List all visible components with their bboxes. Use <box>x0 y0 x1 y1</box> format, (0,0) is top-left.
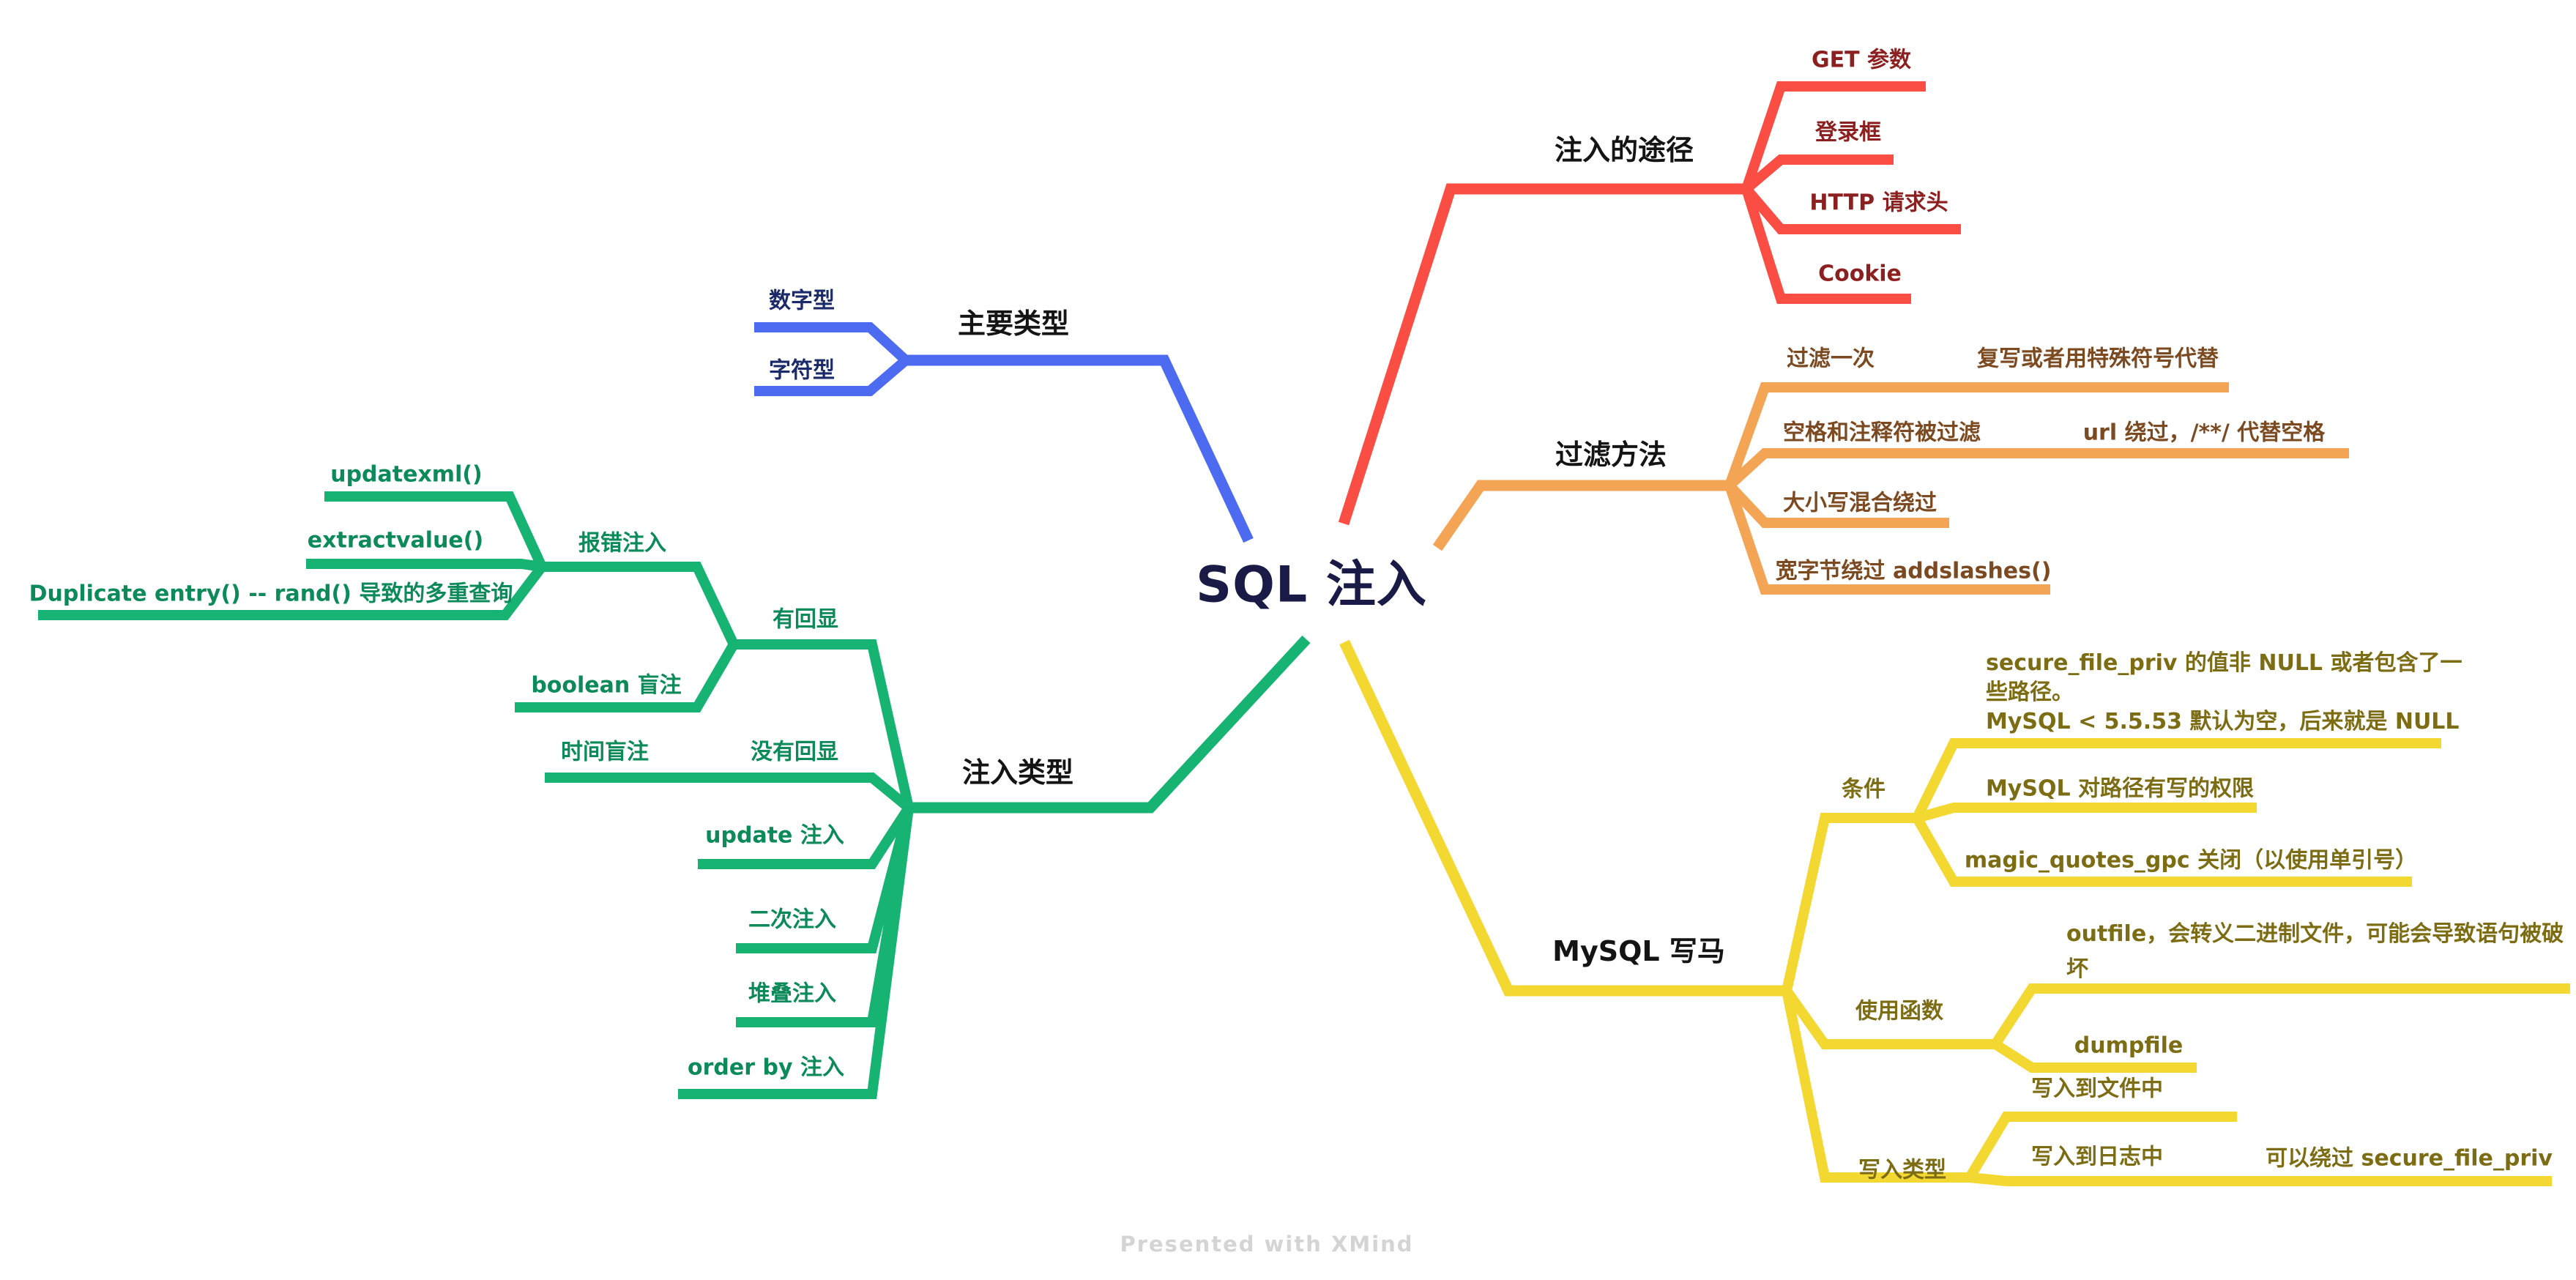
xmind-watermark: Presented with XMind <box>1120 1232 1414 1257</box>
topic-injection-types[interactable]: 注入类型 <box>961 756 1074 789</box>
edge-green-noecho <box>704 773 912 812</box>
edge-yellow-securefilepriv <box>1912 738 2441 821</box>
topic-string-type[interactable]: 字符型 <box>769 357 835 384</box>
topic-space-comment-filtered[interactable]: 空格和注释符被过滤 <box>1783 420 1981 446</box>
topic-has-echo[interactable]: 有回显 <box>773 606 838 633</box>
topic-write-type[interactable]: 写入类型 <box>1858 1157 1946 1183</box>
edge-yellow-writeperm <box>1916 803 2257 823</box>
topic-mysql-shell[interactable]: MySQL 写马 <box>1552 935 1725 968</box>
edge-red-login <box>1743 155 1894 193</box>
topic-stacked-injection[interactable]: 堆叠注入 <box>748 981 836 1007</box>
note-space-comment[interactable]: url 绕过，/**/ 代替空格 <box>2082 420 2326 446</box>
edge-orange-case <box>1725 482 1949 528</box>
edge-green-orderby <box>678 807 914 1099</box>
topic-filter-methods[interactable]: 过滤方法 <box>1555 439 1667 472</box>
topic-duplicate-entry[interactable]: Duplicate entry() -- rand() 导致的多重查询 <box>29 581 513 607</box>
edge-green-boolean <box>515 641 739 712</box>
note-write-to-log[interactable]: 可以绕过 secure_file_priv <box>2266 1145 2553 1172</box>
edge-green-extractvalue <box>306 559 543 572</box>
edge-blue-string <box>754 356 909 396</box>
branch-injection-paths-edges <box>1338 81 1961 526</box>
edge-red-http <box>1742 185 1961 234</box>
topic-error-injection[interactable]: 报错注入 <box>578 530 666 557</box>
topic-write-to-log[interactable]: 写入到日志中 <box>2031 1144 2163 1170</box>
edge-yellow-outfile <box>1991 983 2570 1047</box>
branch-main-types-edges <box>754 322 1254 543</box>
topic-boolean-blind[interactable]: boolean 盲注 <box>531 672 682 699</box>
topic-second-order[interactable]: 二次注入 <box>748 907 836 933</box>
edge-yellow-condition <box>1782 813 1917 992</box>
topic-mixed-case-bypass[interactable]: 大小写混合绕过 <box>1783 490 1937 516</box>
central-topic[interactable]: SQL 注入 <box>1196 556 1427 614</box>
topic-order-by-injection[interactable]: order by 注入 <box>688 1054 844 1081</box>
edge-yellow-magicquotes <box>1912 815 2412 887</box>
topic-cookie[interactable]: Cookie <box>1818 261 1902 287</box>
edge-yellow-tofile <box>1965 1112 2237 1180</box>
edge-red-cookie <box>1741 187 1911 304</box>
topic-secure-file-priv[interactable]: secure_file_priv 的值非 NULL 或者包含了一些路径。 MyS… <box>1986 650 2463 734</box>
topic-dumpfile[interactable]: dumpfile <box>2074 1032 2184 1059</box>
edge-yellow-dumpfile <box>1992 1040 2197 1073</box>
edge-green-update <box>698 805 913 869</box>
edge-green-error <box>542 562 739 647</box>
topic-condition[interactable]: 条件 <box>1842 776 1886 803</box>
edge-yellow-main <box>1339 639 1787 997</box>
topic-no-echo[interactable]: 没有回显 <box>751 739 838 765</box>
edge-red-get <box>1741 81 1926 191</box>
edge-orange-once <box>1724 382 2229 488</box>
topic-write-permission[interactable]: MySQL 对路径有写的权限 <box>1985 775 2255 802</box>
topic-numeric-type[interactable]: 数字型 <box>769 288 835 314</box>
branch-filter-methods-edges <box>1432 382 2349 595</box>
edge-orange-space <box>1726 448 2349 490</box>
edge-blue-main <box>906 354 1254 543</box>
edge-yellow-function <box>1782 987 1995 1049</box>
edge-blue-numeric <box>754 322 909 365</box>
topic-injection-paths[interactable]: 注入的途径 <box>1554 134 1694 167</box>
note-filter-once[interactable]: 复写或者用特殊符号代替 <box>1977 346 2219 372</box>
topic-get-param[interactable]: GET 参数 <box>1811 47 1912 73</box>
branch-mysql-shell-edges <box>1339 639 2570 1186</box>
branch-injection-types-edges <box>38 491 1311 1099</box>
edge-green-duplicate <box>38 563 546 620</box>
topic-http-header[interactable]: HTTP 请求头 <box>1809 190 1948 216</box>
edge-green-updatexml <box>324 491 547 569</box>
topic-main-types[interactable]: 主要类型 <box>957 308 1070 341</box>
edge-orange-main <box>1432 480 1730 551</box>
topic-filter-once[interactable]: 过滤一次 <box>1787 346 1875 372</box>
edge-orange-widebyte <box>1724 483 2050 595</box>
topic-updatexml[interactable]: updatexml() <box>330 461 483 488</box>
edge-yellow-tolog <box>1969 1172 2552 1186</box>
topic-wide-byte-bypass[interactable]: 宽字节绕过 addslashes() <box>1775 558 2052 584</box>
edge-red-main <box>1338 183 1746 526</box>
topic-update-injection[interactable]: update 注入 <box>705 822 844 849</box>
topic-extractvalue[interactable]: extractvalue() <box>307 527 484 554</box>
edge-yellow-writetype <box>1782 989 1970 1183</box>
edge-green-echo <box>734 639 914 809</box>
topic-magic-quotes[interactable]: magic_quotes_gpc 关闭（以使用单引号） <box>1964 847 2418 874</box>
topic-use-function[interactable]: 使用函数 <box>1855 998 1943 1024</box>
topic-login-box[interactable]: 登录框 <box>1815 119 1881 146</box>
topic-outfile[interactable]: outfile，会转义二进制文件，可能会导致语句被破坏 <box>2066 921 2564 982</box>
topic-write-to-file[interactable]: 写入到文件中 <box>2031 1076 2163 1102</box>
edge-green-main <box>909 635 1311 814</box>
topic-time-blind[interactable]: 时间盲注 <box>561 739 649 765</box>
